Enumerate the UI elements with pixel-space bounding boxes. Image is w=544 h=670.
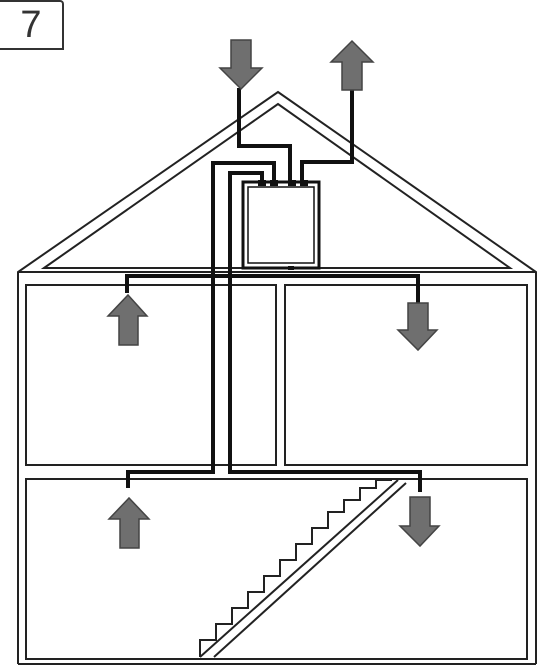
arrow-down-icon: [218, 39, 264, 91]
ground-floor-room: [25, 478, 528, 660]
arrow-down-icon: [398, 496, 441, 548]
duct-exhaust: [300, 90, 354, 182]
upper-floor-room-left: [25, 284, 277, 466]
figure-number: 7: [0, 0, 64, 50]
staircase: [199, 479, 407, 658]
arrows: [106, 39, 441, 549]
upper-floor-room-right: [284, 284, 528, 466]
house-outer-wall: [17, 90, 537, 664]
ducts: [125, 88, 422, 492]
duct-extract-lower: [126, 161, 276, 488]
arrow-down-icon: [396, 302, 439, 352]
arrow-up-icon: [106, 293, 149, 346]
upper-floor: [25, 284, 528, 466]
duct-outdoor-intake: [237, 88, 292, 182]
figure-number-label: 7: [20, 3, 42, 46]
arrow-up-icon: [329, 39, 375, 91]
duct-supply-lower: [228, 171, 422, 492]
duct-upper-floor: [125, 274, 420, 303]
ground-floor: [25, 478, 528, 660]
ventilation-unit: [241, 180, 321, 270]
arrow-up-icon: [107, 496, 151, 549]
